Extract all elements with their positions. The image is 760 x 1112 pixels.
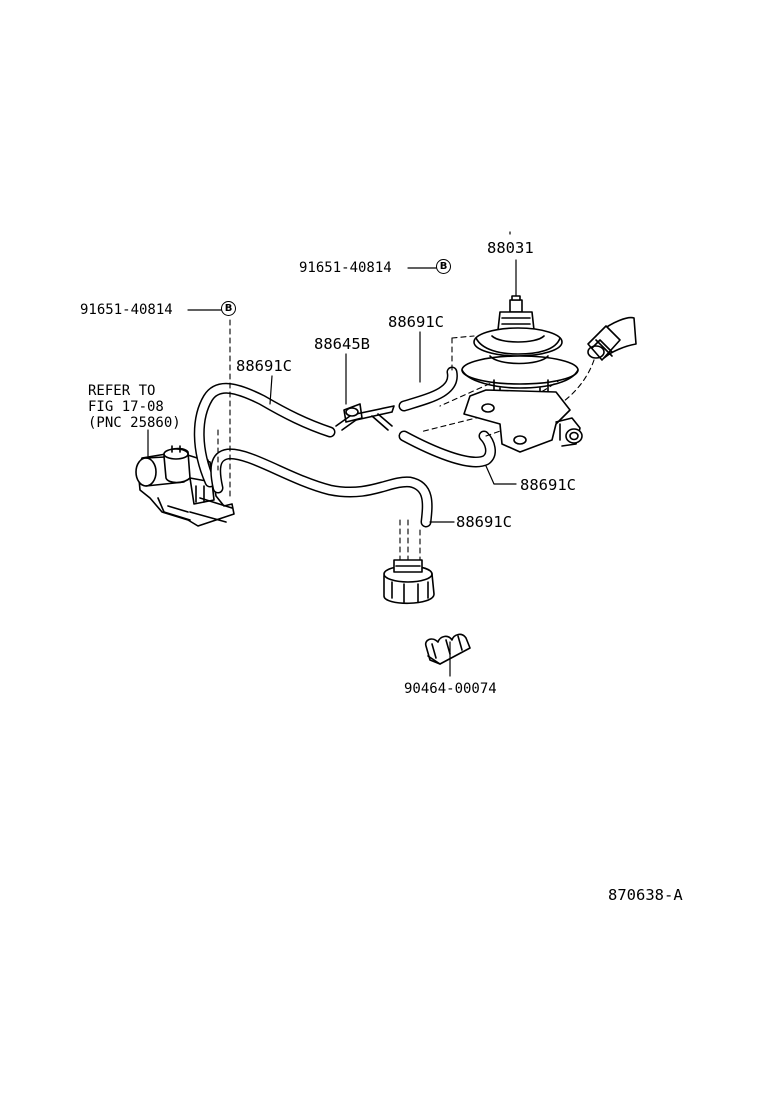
part-number-90464: 90464-00074 <box>404 681 497 697</box>
vacuum-fitting <box>383 559 435 605</box>
part-number-91651-left: 91651-40814 <box>80 302 173 318</box>
badge-b-left: B <box>221 301 236 316</box>
refer-note-line1: REFER TO <box>88 383 156 399</box>
part-number-88691c-right: 88691C <box>520 476 576 494</box>
three-way-connector <box>335 403 395 431</box>
leader-lines <box>147 231 517 677</box>
hose-long-lower <box>210 448 433 528</box>
part-number-88031: 88031 <box>487 239 534 257</box>
figure-id: 870638-A <box>608 886 683 904</box>
hose-upper-mid <box>398 366 458 412</box>
part-number-88691c-top: 88691C <box>388 313 444 331</box>
part-number-91651-top: 91651-40814 <box>299 260 392 276</box>
refer-note-line3: (PNC 25860) <box>88 415 181 431</box>
badge-b-top: B <box>436 259 451 274</box>
part-number-88691c-lower: 88691C <box>456 513 512 531</box>
part-number-88645b: 88645B <box>314 335 370 353</box>
hose-upper-left <box>193 382 336 488</box>
egr-valve-assembly <box>461 295 583 453</box>
refer-note-line2: FIG 17-08 <box>88 399 164 415</box>
hose-clamp <box>424 633 471 665</box>
part-number-88691c-left: 88691C <box>236 357 292 375</box>
pipe-upper-right <box>587 316 637 361</box>
hose-right <box>398 430 496 468</box>
